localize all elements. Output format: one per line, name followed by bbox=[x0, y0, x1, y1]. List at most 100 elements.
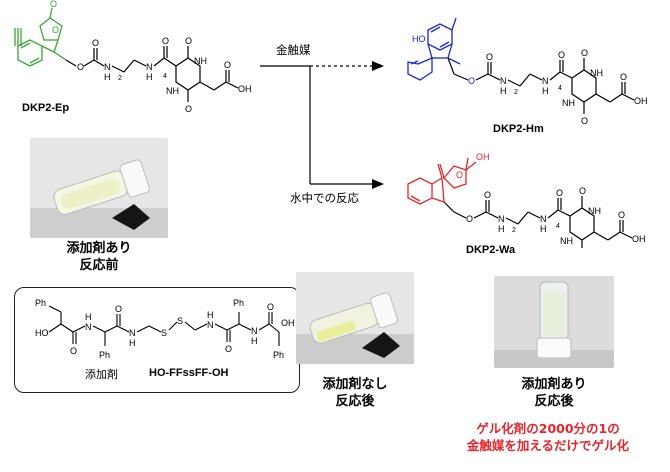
atom-label: OH bbox=[634, 96, 648, 106]
atom-label: OH bbox=[476, 152, 490, 162]
atom-label: N bbox=[129, 328, 136, 338]
atom-label: N bbox=[146, 62, 153, 72]
caption-line: 添加剤あり bbox=[521, 377, 587, 392]
atom-label: HO bbox=[35, 328, 49, 338]
ho-ffssff-oh-structure: Ph HO O N H Ph O N H S S N H O Ph N H O … bbox=[35, 298, 295, 360]
caption-line: 添加剤なし bbox=[322, 377, 388, 392]
atom-label: OH bbox=[281, 318, 295, 328]
atom-label: Ph bbox=[99, 350, 110, 360]
arrow-head-icon bbox=[372, 61, 384, 71]
atom-label: H bbox=[104, 72, 111, 82]
atom-label: H bbox=[500, 86, 507, 96]
atom-label: H bbox=[542, 86, 549, 96]
atom-label: O bbox=[456, 170, 463, 180]
photo-with-additive-after bbox=[494, 276, 614, 368]
atom-label: Ph bbox=[273, 350, 284, 360]
additive-prefix: 添加剤 bbox=[85, 368, 118, 381]
subscript-label: 2 bbox=[512, 227, 516, 234]
subscript-label: 4 bbox=[558, 85, 562, 92]
atom-label: H bbox=[498, 224, 505, 234]
dkp2-ep-structure: O O O O N H 2 N H 4 O NH NH O O O OH bbox=[14, 0, 252, 114]
dkp2-wa-structure: O OH O O N H 2 N H 4 O NH NH O O OH bbox=[407, 152, 646, 248]
atom-label: O bbox=[556, 188, 563, 198]
atom-label: O bbox=[618, 210, 625, 220]
dkp2-hm-structure: HO O O N H 2 N H 4 O NH NH O O O OH bbox=[407, 17, 648, 126]
atom-label: N bbox=[207, 320, 214, 330]
compound-label-dkp2-ep: DKP2-Ep bbox=[22, 102, 70, 114]
atom-label: O bbox=[50, 0, 57, 9]
caption-line: 反応前 bbox=[79, 258, 119, 273]
gelation-highlight-note: ゲル化剤の2000分の1の 金触媒を加えるだけでゲル化 bbox=[430, 420, 666, 454]
atom-label: O bbox=[225, 344, 232, 354]
atom-label: H bbox=[85, 312, 92, 322]
atom-label: H bbox=[540, 224, 547, 234]
atom-label: O bbox=[115, 304, 122, 314]
note-line: ゲル化剤の2000分の1の bbox=[476, 421, 620, 436]
note-line: 金触媒を加えるだけでゲル化 bbox=[466, 438, 630, 453]
atom-label: O bbox=[52, 25, 59, 35]
atom-label: H bbox=[207, 310, 214, 320]
caption-before-reaction: 添加剤あり 反応前 bbox=[30, 240, 168, 274]
atom-label: Ph bbox=[233, 298, 244, 308]
atom-label: H bbox=[146, 72, 153, 82]
atom-label: O bbox=[92, 38, 99, 48]
caption-line: 反応後 bbox=[534, 394, 574, 409]
photo-before-reaction bbox=[30, 138, 168, 238]
atom-label: N bbox=[104, 62, 111, 72]
atom-label: O bbox=[185, 36, 192, 46]
atom-label: OH bbox=[238, 84, 252, 94]
atom-label: S bbox=[161, 328, 167, 338]
atom-label: HO bbox=[412, 34, 426, 44]
caption-with-additive-after: 添加剤あり 反応後 bbox=[494, 376, 614, 410]
atom-label: N bbox=[85, 322, 92, 332]
atom-label: O bbox=[224, 60, 231, 70]
atom-label: NH bbox=[560, 236, 573, 246]
atom-label: O bbox=[468, 76, 475, 86]
atom-label: NH bbox=[590, 68, 603, 78]
atom-label: NH bbox=[194, 56, 207, 66]
compound-label-dkp2-wa: DKP2-Wa bbox=[466, 244, 516, 256]
atom-label: N bbox=[540, 214, 547, 224]
atom-label: O bbox=[620, 72, 627, 82]
atom-label: O bbox=[558, 50, 565, 60]
atom-label: OH bbox=[632, 234, 646, 244]
atom-label: N bbox=[498, 214, 505, 224]
atom-label: Ph bbox=[35, 298, 46, 308]
caption-line: 反応後 bbox=[335, 394, 375, 409]
subscript-label: 4 bbox=[163, 73, 167, 80]
atom-label: O bbox=[484, 190, 491, 200]
catalyst-label: 金触媒 bbox=[276, 43, 311, 57]
atom-label: O bbox=[162, 36, 169, 46]
subscript-label: 2 bbox=[118, 75, 122, 82]
atom-label: NH bbox=[562, 98, 575, 108]
reaction-arrows bbox=[260, 61, 384, 189]
additive-name: HO-FFssFF-OH bbox=[149, 367, 229, 379]
additive-structure-box: Ph HO O N H Ph O N H S S N H O Ph N H O … bbox=[14, 287, 300, 393]
atom-label: NH bbox=[166, 86, 179, 96]
atom-label: O bbox=[581, 48, 588, 58]
atom-label: N bbox=[542, 76, 549, 86]
atom-label: N bbox=[500, 76, 507, 86]
subscript-label: 2 bbox=[514, 89, 518, 96]
caption-no-additive-after: 添加剤なし 反応後 bbox=[296, 376, 414, 410]
vial-upright-image bbox=[494, 276, 614, 368]
atom-label: O bbox=[466, 214, 473, 224]
compound-label-dkp2-hm: DKP2-Hm bbox=[493, 123, 544, 135]
atom-label: NH bbox=[588, 206, 601, 216]
subscript-label: 4 bbox=[556, 223, 560, 230]
caption-line: 添加剤あり bbox=[66, 241, 132, 256]
vial-lying-image bbox=[296, 272, 414, 364]
water-reaction-label: 水中での反応 bbox=[290, 191, 359, 205]
atom-label: H bbox=[129, 338, 136, 348]
atom-label: S bbox=[177, 316, 183, 326]
vial-lying-image bbox=[30, 138, 168, 238]
atom-label: O bbox=[579, 186, 586, 196]
atom-label: O bbox=[77, 62, 84, 72]
atom-label: O bbox=[581, 116, 588, 126]
arrow-head-icon bbox=[372, 179, 384, 189]
atom-label: O bbox=[267, 302, 274, 312]
atom-label: H bbox=[251, 336, 258, 346]
atom-label: N bbox=[251, 326, 258, 336]
atom-label: O bbox=[70, 346, 77, 356]
atom-label: O bbox=[486, 52, 493, 62]
